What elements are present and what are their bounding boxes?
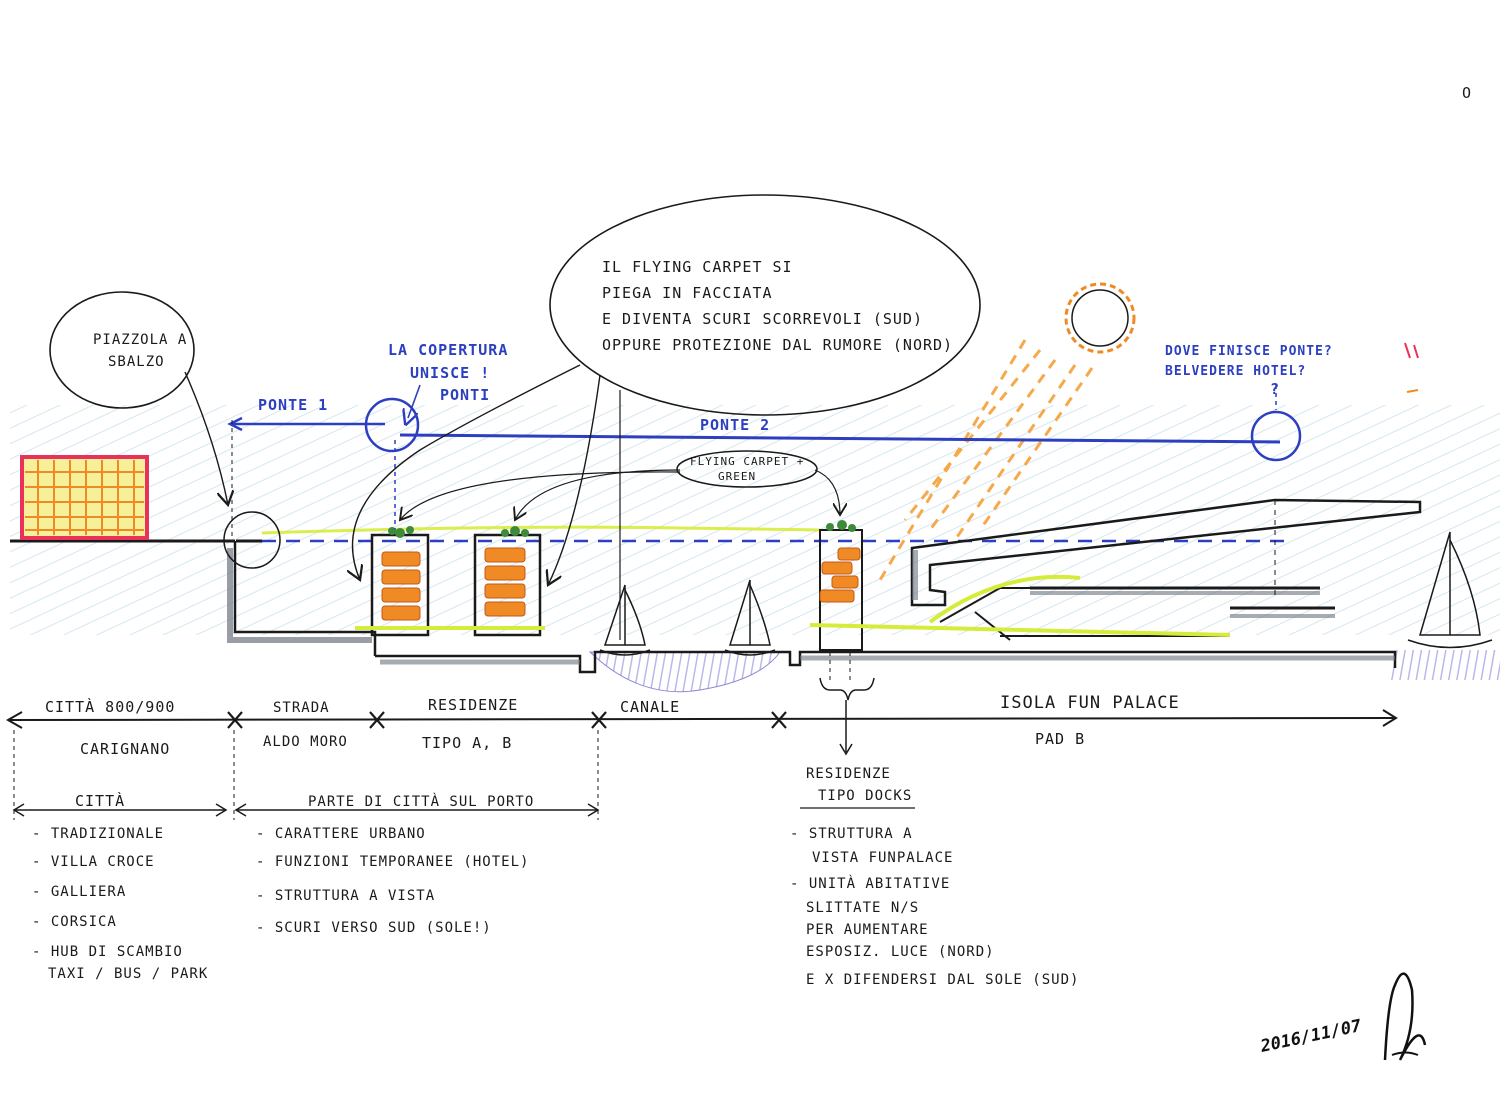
ponte-1-line: [227, 416, 385, 540]
list-docks-item: VISTA FUNPALACE: [812, 850, 953, 866]
zone-tipo-ab-label: TIPO A, B: [422, 734, 512, 752]
green-ramp: [928, 574, 1081, 624]
ponte-2-line: [399, 433, 1281, 444]
sailboat-icon: [724, 579, 776, 656]
list-docks: RESIDENZE TIPO DOCKS - STRUTTURA A VISTA…: [790, 766, 1079, 988]
list-citta-title: CITTÀ: [75, 791, 125, 810]
piazzola-line-1: PIAZZOLA A: [93, 332, 187, 348]
zone-canale-label: CANALE: [620, 698, 680, 716]
list-docks-item: - UNITÀ ABITATIVE: [790, 875, 950, 892]
residence-building-b: [473, 526, 542, 637]
zone-carignano-label: CARIGNANO: [80, 740, 170, 758]
sun-icon: [1064, 282, 1136, 354]
flying-line-1: IL FLYING CARPET SI: [602, 258, 793, 276]
flying-line-4: OPPURE PROTEZIONE DAL RUMORE (NORD): [602, 336, 953, 354]
green-line-2: GREEN: [718, 470, 756, 483]
list-parte-item: - CARATTERE URBANO: [256, 826, 426, 842]
list-docks-item: PER AUMENTARE: [806, 922, 929, 938]
list-citta-item: - VILLA CROCE: [32, 854, 155, 870]
copertura-line-2: UNISCE !: [410, 364, 490, 382]
flying-carpet-dashed-line: [261, 525, 1290, 543]
green-arrow-c: [814, 469, 840, 515]
blue-note-dove: DOVE FINISCE PONTE? BELVEDERE HOTEL? ?: [1165, 344, 1333, 398]
water: [588, 650, 1500, 693]
fun-palace-pavilion: [910, 498, 1422, 641]
ponte-2-label: PONTE 2: [700, 416, 770, 434]
corner-mark: O: [1462, 84, 1472, 102]
color-tick-marks: [1404, 342, 1419, 393]
copertura-arrow: [408, 384, 421, 418]
zone-citta-label: CITTÀ 800/900: [45, 697, 175, 716]
sketch-date: 2016/11/07: [1258, 1016, 1364, 1057]
dove-line-1: DOVE FINISCE PONTE?: [1165, 344, 1333, 359]
zone-axis: [5, 677, 1398, 820]
bubble-flying-text: IL FLYING CARPET SI PIEGA IN FACCIATA E …: [602, 258, 953, 354]
list-docks-title-2: TIPO DOCKS: [818, 788, 912, 804]
zone-isola-label: ISOLA FUN PALACE: [1000, 693, 1180, 713]
list-citta-item: - CORSICA: [32, 914, 117, 930]
list-docks-item: - STRUTTURA A: [790, 826, 913, 842]
flying-line-3: E DIVENTA SCURI SCORREVOLI (SUD): [602, 310, 923, 328]
copertura-line-1: LA COPERTURA: [388, 341, 508, 359]
green-line-1: FLYING CARPET +: [690, 455, 804, 468]
flying-arrow-a: [353, 364, 581, 580]
bubble-flying-carpet: [549, 194, 981, 416]
flying-arrow-b: [548, 374, 601, 585]
dove-node-circle: [1250, 410, 1302, 462]
list-citta-item: - TRADIZIONALE: [32, 826, 164, 842]
flying-line-2: PIEGA IN FACCIATA: [602, 284, 773, 302]
list-parte-title: PARTE DI CITTÀ SUL PORTO: [308, 793, 534, 810]
residence-docks-building: [819, 520, 863, 680]
dove-line-2: BELVEDERE HOTEL?: [1165, 364, 1306, 379]
list-parte: PARTE DI CITTÀ SUL PORTO - CARATTERE URB…: [256, 793, 534, 936]
zone-aldo-moro-label: ALDO MORO: [263, 734, 348, 750]
zone-residenze-label: RESIDENZE: [428, 696, 518, 714]
list-citta-item: - HUB DI SCAMBIO: [32, 944, 183, 960]
list-parte-item: - SCURI VERSO SUD (SOLE!): [256, 920, 492, 936]
list-parte-item: - FUNZIONI TEMPORANEE (HOTEL): [256, 854, 529, 870]
bubble-green: [676, 450, 818, 488]
list-citta-item: TAXI / BUS / PARK: [48, 966, 208, 982]
sun-rays: [878, 339, 1094, 581]
list-citta-item: - GALLIERA: [32, 884, 126, 900]
dove-question-mark: ?: [1270, 380, 1280, 398]
sailboat-icon: [1407, 531, 1493, 649]
zone-labels: CITTÀ 800/900 CARIGNANO STRADA ALDO MORO…: [45, 693, 1180, 758]
sky-hatching: [10, 405, 1500, 635]
list-docks-item: SLITTATE N/S: [806, 900, 919, 916]
piazzola-circle: [223, 511, 281, 569]
list-docks-item: E X DIFENDERSI DAL SOLE (SUD): [806, 972, 1079, 988]
sailboat-icon: [599, 584, 651, 656]
piazzola-line-2: SBALZO: [108, 354, 165, 370]
green-arrow-b: [515, 469, 681, 520]
left-building-grid: [20, 455, 149, 540]
bubble-green-text: FLYING CARPET + GREEN: [690, 455, 804, 483]
list-docks-title-1: RESIDENZE: [806, 766, 891, 782]
copertura-line-3: PONTI: [440, 386, 490, 404]
zone-strada-label: STRADA: [273, 700, 330, 716]
list-citta: CITTÀ - TRADIZIONALE - VILLA CROCE - GAL…: [32, 791, 208, 982]
list-parte-item: - STRUTTURA A VISTA: [256, 888, 435, 904]
signature-icon: [1383, 972, 1427, 1061]
ponte-1-label: PONTE 1: [258, 396, 328, 414]
piazzola-arrow: [184, 371, 228, 505]
green-ground-strip-2: [809, 623, 1231, 637]
list-docks-item: ESPOSIZ. LUCE (NORD): [806, 944, 995, 960]
blue-note-copertura: LA COPERTURA UNISCE ! PONTI: [388, 341, 508, 404]
zone-pad-b-label: PAD B: [1035, 730, 1085, 748]
ground-section: [10, 539, 1397, 674]
bubble-piazzola: [49, 291, 195, 409]
bubble-piazzola-text: PIAZZOLA A SBALZO: [93, 332, 187, 370]
residence-building-a: [370, 526, 430, 637]
